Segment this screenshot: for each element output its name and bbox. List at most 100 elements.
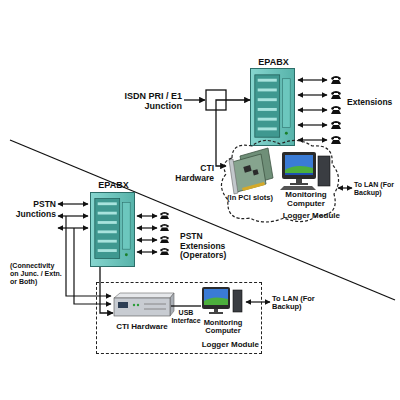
- trunk-label: ISDN PRI / E1 Junction: [106, 91, 182, 111]
- screen-taskbar: [285, 173, 313, 175]
- screen-hill: [285, 166, 313, 175]
- pbx-led: [125, 253, 128, 256]
- node-title: CTI Hardware: [170, 164, 214, 183]
- pbx-slot: [258, 79, 277, 82]
- pbx-slot: [258, 88, 277, 91]
- cloud-outline: [221, 140, 338, 222]
- extension-line: [298, 124, 327, 125]
- junction-line: [58, 203, 88, 204]
- pbx-slot: [258, 98, 277, 101]
- pbx-slot: [258, 108, 277, 111]
- logger-module-box: CTI HardwareMonitoring ComputerLogger Mo…: [96, 282, 262, 354]
- pbx-panel: [251, 69, 294, 145]
- pbx-slot: [98, 249, 117, 252]
- pbx-panel: [95, 199, 120, 259]
- node-title: Monitoring Computer: [278, 191, 334, 209]
- extension-line: [298, 79, 327, 80]
- group-title: Logger Module: [193, 341, 259, 350]
- extension-line: [137, 239, 157, 240]
- node-title: EPABX: [246, 57, 301, 67]
- device-led: [137, 304, 139, 306]
- device-panel: [118, 302, 128, 308]
- connector: [216, 100, 250, 166]
- monitoring-computer: Monitoring Computer: [201, 287, 245, 339]
- pbx-box: EPABX: [250, 68, 295, 146]
- device-groove: [144, 304, 166, 305]
- monitor-stand: [214, 309, 218, 312]
- lan-label: To LAN (For Backup): [354, 181, 399, 197]
- connectivity-note: (Connectivity on Junc. / Extn. or Both): [10, 262, 62, 285]
- divider-line: [10, 140, 395, 300]
- node-note: (In PCI slots): [222, 194, 278, 202]
- extension-line: [137, 251, 157, 252]
- phone-icon: [160, 248, 169, 255]
- monitor-stand: [296, 179, 302, 183]
- pc-tower: [233, 290, 242, 312]
- device-side: [170, 293, 174, 316]
- lan-arrow: [338, 187, 352, 188]
- lan-arrow: [246, 301, 270, 302]
- connector: [100, 267, 113, 313]
- pbx-box: EPABX: [90, 192, 135, 267]
- extensions-label: Extensions: [347, 98, 399, 108]
- junction-box: [206, 90, 226, 110]
- lan-label: To LAN (For Backup): [272, 295, 326, 312]
- group-title: Logger Module: [280, 212, 340, 221]
- card-chip: [253, 169, 259, 175]
- logger-module-cloud: CTI Hardware(In PCI slots)Monitoring Com…: [218, 138, 342, 224]
- node-title: EPABX: [86, 180, 141, 190]
- pbx-slot: [98, 221, 117, 224]
- extension-line: [298, 139, 327, 140]
- monitor-base: [290, 183, 308, 185]
- cti-hardware: CTI Hardware(In PCI slots): [226, 146, 274, 210]
- extensions-label: PSTN Extensions (Operators): [180, 232, 238, 261]
- phone-icon: [160, 224, 169, 231]
- device-top: [114, 293, 174, 298]
- pbx-panel: [91, 193, 134, 266]
- node-title: CTI Hardware: [107, 323, 177, 332]
- pbx-slot: [258, 118, 277, 121]
- device-front: [114, 298, 170, 316]
- cti-hardware: CTI Hardware: [113, 291, 171, 337]
- extension-line: [137, 215, 157, 216]
- phone-icon: [331, 106, 341, 114]
- pbx-slot: [98, 202, 117, 205]
- pbx-side: [283, 79, 291, 128]
- phone-icon: [160, 212, 169, 219]
- device-led: [133, 304, 135, 306]
- connector: [171, 305, 201, 306]
- extension-line: [137, 227, 157, 228]
- phone-icon: [331, 121, 341, 129]
- device-groove: [144, 309, 166, 310]
- monitor-screen: [285, 155, 313, 175]
- pbx-panel: [255, 75, 280, 137]
- trunk-arrow: [184, 99, 205, 100]
- card-bracket: [229, 159, 238, 194]
- phone-icon: [331, 91, 341, 99]
- pbx-side: [123, 202, 131, 249]
- pbx-slot: [98, 212, 117, 215]
- screen-hill: [204, 297, 228, 305]
- monitor-bezel: [282, 152, 316, 179]
- node-title: Monitoring Computer: [197, 319, 249, 336]
- edge-label: USB Interface: [169, 309, 203, 325]
- phone-icon: [331, 76, 341, 84]
- pbx-slot: [98, 240, 117, 243]
- monitor-bezel: [202, 287, 230, 309]
- pbx-slot: [258, 127, 277, 130]
- junctions-label: PSTN Junctions: [10, 200, 56, 219]
- pbx-led: [285, 132, 288, 135]
- pc-tower: [318, 156, 330, 186]
- junction-line: [58, 227, 88, 228]
- pbx-slot: [98, 230, 117, 233]
- phone-icon: [160, 236, 169, 243]
- card-chip: [243, 165, 251, 173]
- monitoring-computer: Monitoring Computer: [278, 150, 334, 212]
- phone-icon: [331, 136, 341, 144]
- extension-line: [298, 94, 327, 95]
- monitor-base: [209, 312, 223, 314]
- monitor-screen: [204, 289, 228, 305]
- junction-line: [58, 215, 88, 216]
- extension-line: [298, 109, 327, 110]
- card-connector: [242, 182, 265, 191]
